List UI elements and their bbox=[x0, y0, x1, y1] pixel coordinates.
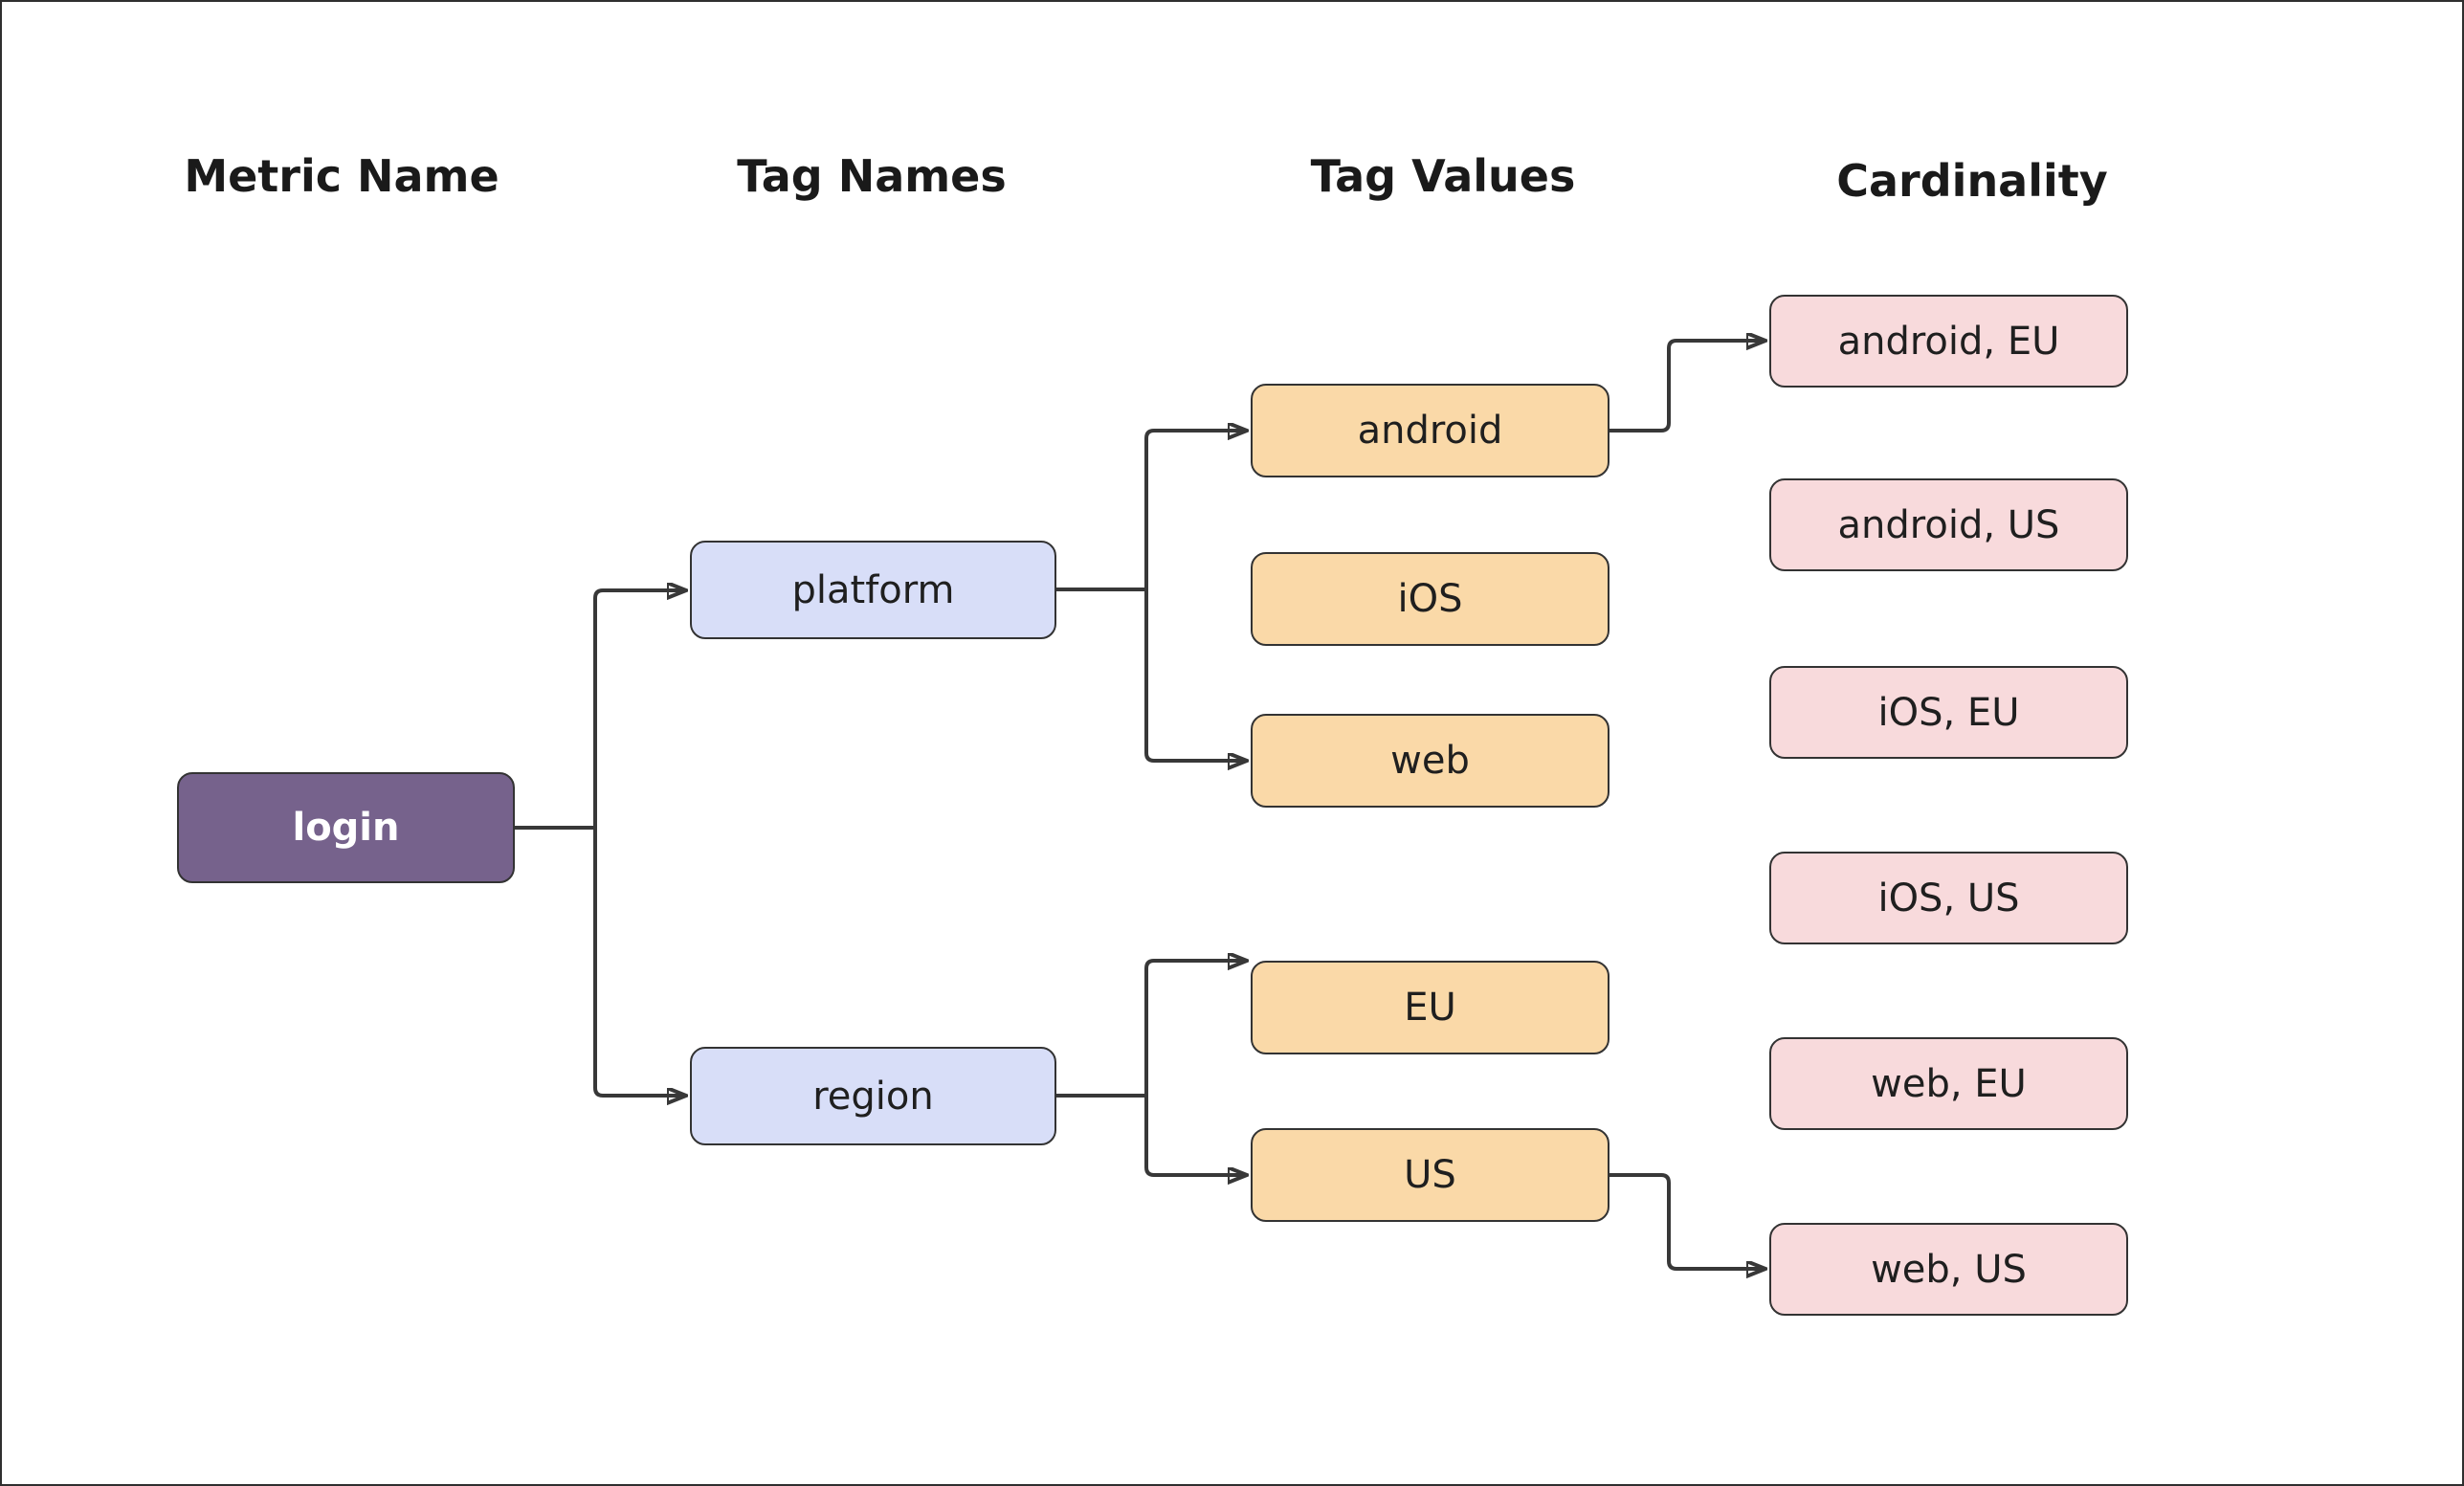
column-header-tag-names: Tag Names bbox=[737, 150, 1007, 202]
column-header-metric-name: Metric Name bbox=[184, 150, 499, 202]
node-android-eu: android, EU bbox=[1769, 295, 2128, 388]
node-eu: EU bbox=[1251, 961, 1609, 1054]
node-ios-us: iOS, US bbox=[1769, 852, 2128, 944]
edge-login-region bbox=[593, 828, 686, 1096]
node-login: login bbox=[177, 772, 515, 883]
node-ios: iOS bbox=[1251, 552, 1609, 646]
node-us: US bbox=[1251, 1128, 1609, 1222]
edge-region-eu bbox=[1144, 961, 1247, 1096]
node-platform: platform bbox=[690, 541, 1056, 639]
column-header-cardinality: Cardinality bbox=[1836, 155, 2108, 207]
edge-platform-web bbox=[1144, 589, 1247, 761]
node-region: region bbox=[690, 1047, 1056, 1145]
edge-android-android-eu bbox=[1609, 341, 1765, 432]
node-web-us: web, US bbox=[1769, 1223, 2128, 1316]
node-web: web bbox=[1251, 714, 1609, 808]
node-android: android bbox=[1251, 384, 1609, 477]
node-web-eu: web, EU bbox=[1769, 1037, 2128, 1130]
edge-login-platform bbox=[593, 590, 686, 828]
column-header-tag-values: Tag Values bbox=[1310, 150, 1576, 202]
edge-us-web-us bbox=[1609, 1173, 1765, 1269]
node-ios-eu: iOS, EU bbox=[1769, 666, 2128, 759]
node-android-us: android, US bbox=[1769, 478, 2128, 571]
edge-region-us bbox=[1144, 1096, 1247, 1175]
edge-platform-android bbox=[1144, 431, 1247, 589]
